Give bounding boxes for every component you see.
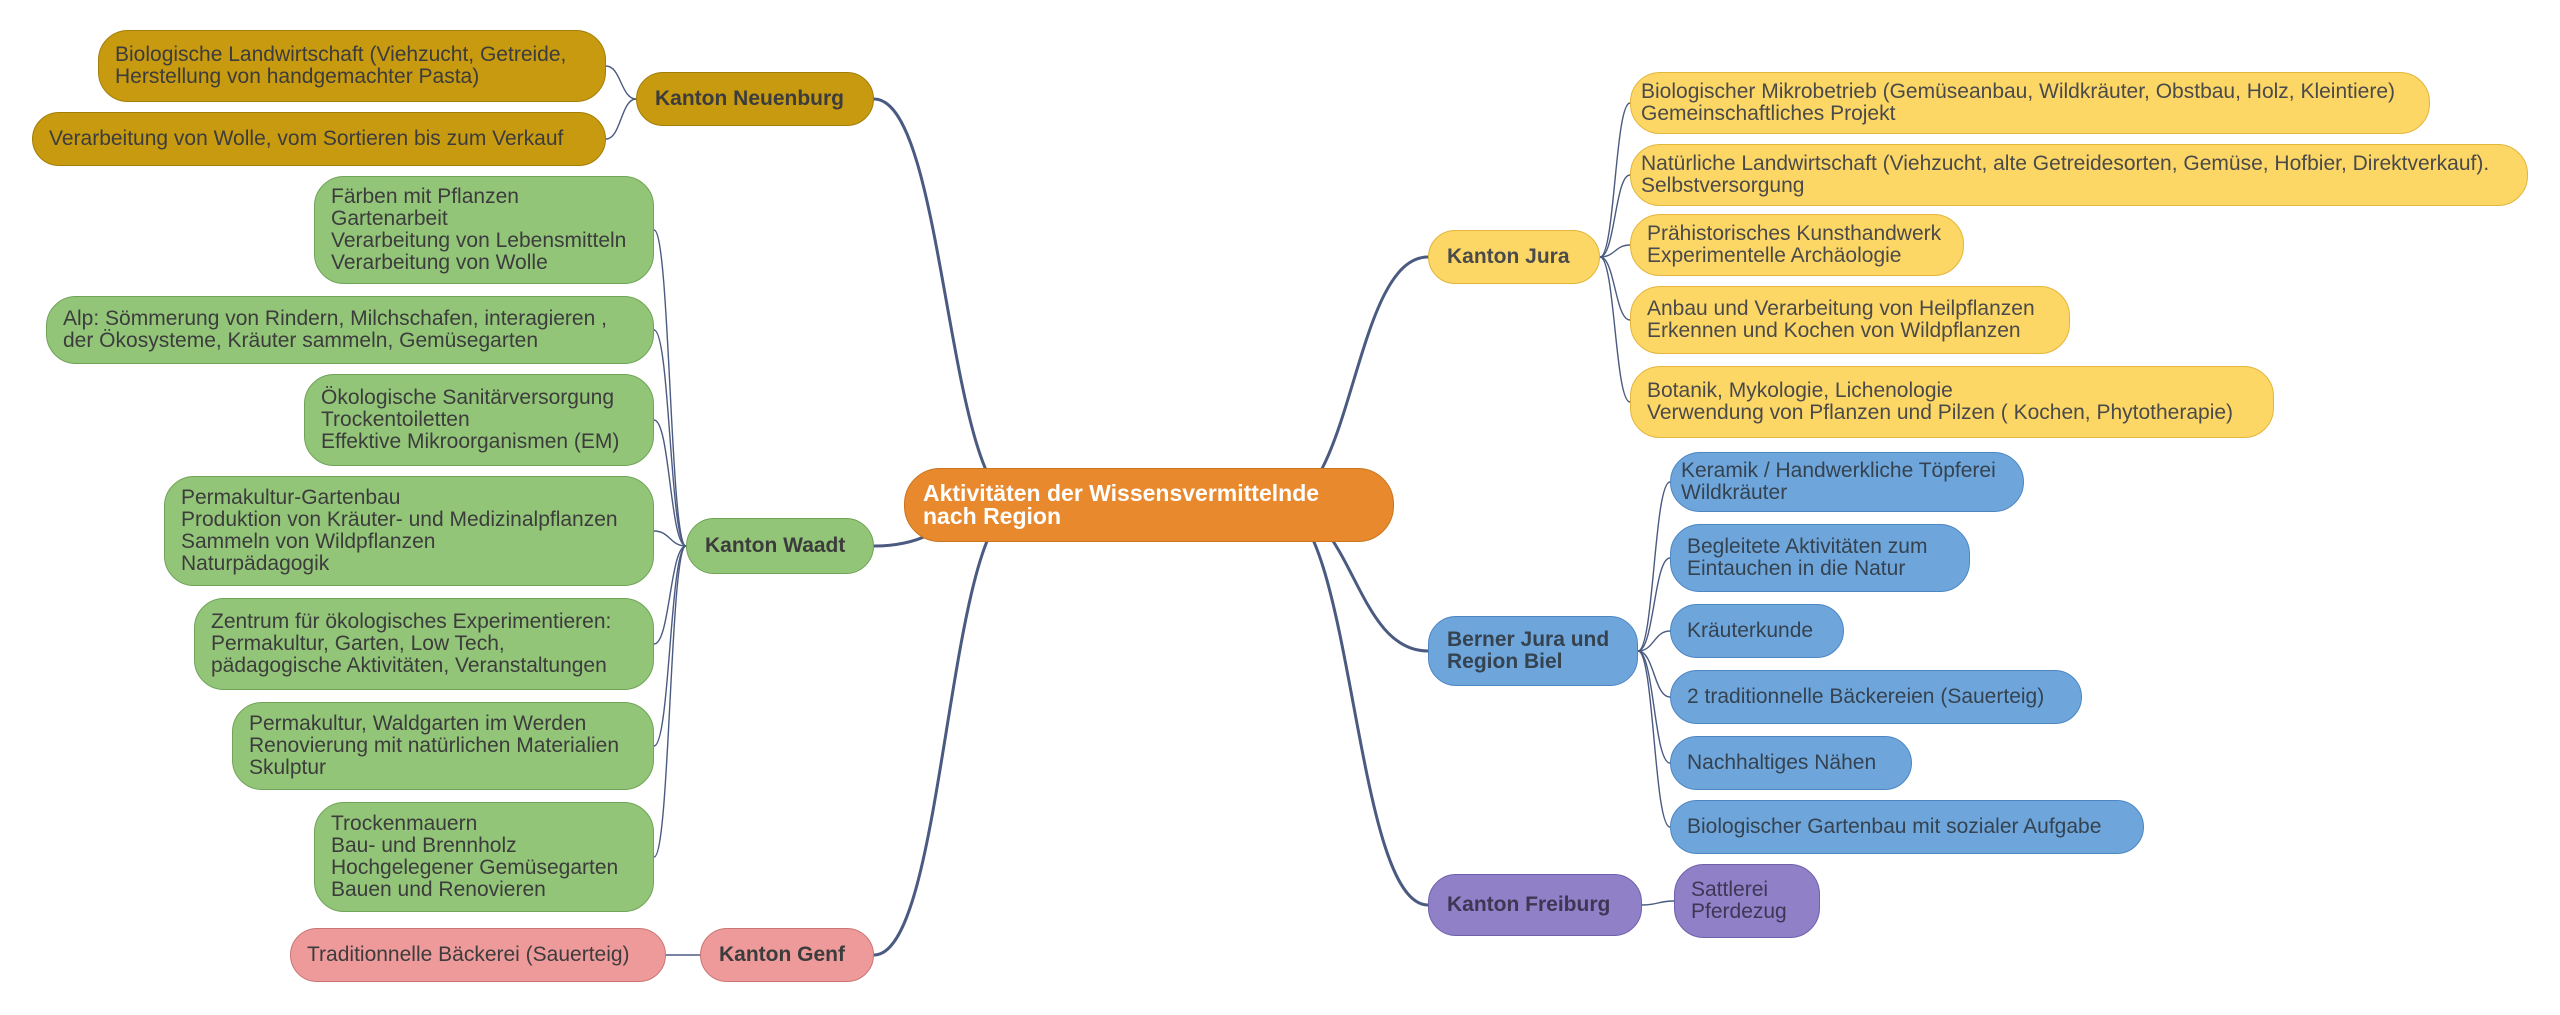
topic-bernerjura-1[interactable]: Keramik / Handwerkliche Töpferei Wildkrä…: [1670, 452, 2024, 512]
topic-label: Alp: Sömmerung von Rindern, Milchschafen…: [63, 307, 607, 352]
connector-topic-neuenburg-1: [605, 65, 637, 100]
connector-center-branch-kanton-genf: [872, 503, 1021, 957]
connector-topic-waadt-4: [653, 530, 687, 547]
topic-freiburg-1[interactable]: Sattlerei Pferdezug: [1674, 864, 1820, 938]
branch-label: Kanton Waadt: [705, 534, 846, 557]
topic-label: Permakultur-Gartenbau Produktion von Krä…: [181, 486, 618, 575]
topic-label: Keramik / Handwerkliche Töpferei Wildkrä…: [1681, 459, 1996, 504]
topic-waadt-7[interactable]: Trockenmauern Bau- und Brennholz Hochgel…: [314, 802, 654, 912]
branch-kanton-waadt[interactable]: Kanton Waadt: [686, 518, 874, 574]
branch-label: Berner Jura und Region Biel: [1447, 628, 1610, 673]
connector-topic-jura-1: [1599, 102, 1631, 258]
branch-label: Kanton Freiburg: [1447, 893, 1611, 916]
branch-berner-jura-und-region-biel[interactable]: Berner Jura und Region Biel: [1428, 616, 1638, 686]
topic-label: Traditionnelle Bäckerei (Sauerteig): [307, 943, 630, 966]
topic-bernerjura-4[interactable]: 2 traditionnelle Bäckereien (Sauerteig): [1670, 670, 2082, 724]
topic-label: Ökologische Sanitärversorgung Trockentoi…: [321, 386, 620, 453]
topic-label: Verarbeitung von Wolle, vom Sortieren bi…: [49, 127, 564, 150]
connector-topic-waadt-2: [653, 329, 687, 547]
connector-topic-waadt-5: [653, 545, 687, 645]
connector-topic-bernerjura-2: [1637, 557, 1671, 652]
topic-label: Anbau und Verarbeitung von Heilpflanzen …: [1647, 297, 2035, 342]
branch-label: Kanton Genf: [719, 943, 845, 966]
connector-topic-bernerjura-1: [1637, 481, 1671, 652]
topic-jura-4[interactable]: Anbau und Verarbeitung von Heilpflanzen …: [1630, 286, 2070, 354]
topic-label: Zentrum für ökologisches Experimentieren…: [211, 610, 612, 677]
topic-jura-1[interactable]: Biologischer Mikrobetrieb (Gemüseanbau, …: [1630, 72, 2430, 134]
connector-topic-waadt-7: [653, 545, 687, 858]
connector-topic-jura-2: [1599, 174, 1631, 258]
topic-waadt-6[interactable]: Permakultur, Waldgarten im Werden Renovi…: [232, 702, 654, 790]
topic-label: Begleitete Aktivitäten zum Eintauchen in…: [1687, 535, 1928, 580]
topic-label: Permakultur, Waldgarten im Werden Renovi…: [249, 712, 620, 779]
topic-waadt-3[interactable]: Ökologische Sanitärversorgung Trockentoi…: [304, 374, 654, 466]
branch-kanton-neuenburg[interactable]: Kanton Neuenburg: [636, 72, 874, 126]
topic-waadt-1[interactable]: Färben mit Pflanzen Gartenarbeit Verarbe…: [314, 176, 654, 284]
topic-waadt-5[interactable]: Zentrum für ökologisches Experimentieren…: [194, 598, 654, 690]
connector-center-branch-kanton-neuenburg: [872, 97, 1021, 507]
topic-label: Biologischer Gartenbau mit sozialer Aufg…: [1687, 815, 2102, 838]
topic-neuenburg-1[interactable]: Biologische Landwirtschaft (Viehzucht, G…: [98, 30, 606, 102]
connector-topic-bernerjura-5: [1637, 650, 1671, 764]
topic-label: Nachhaltiges Nähen: [1687, 751, 1877, 774]
topic-bernerjura-5[interactable]: Nachhaltiges Nähen: [1670, 736, 1912, 790]
topic-label: Prähistorisches Kunsthandwerk Experiment…: [1647, 222, 1942, 267]
branch-label: Kanton Jura: [1447, 245, 1570, 268]
connector-topic-neuenburg-2: [605, 98, 637, 140]
connector-topic-bernerjura-6: [1637, 650, 1671, 828]
connector-topic-freiburg-1: [1641, 900, 1675, 906]
connector-topic-waadt-3: [653, 419, 687, 547]
topic-label: Botanik, Mykologie, Lichenologie Verwend…: [1647, 379, 2234, 424]
topic-jura-5[interactable]: Botanik, Mykologie, Lichenologie Verwend…: [1630, 366, 2274, 438]
branch-kanton-freiburg[interactable]: Kanton Freiburg: [1428, 874, 1642, 936]
topic-waadt-2[interactable]: Alp: Sömmerung von Rindern, Milchschafen…: [46, 296, 654, 364]
branch-label: Kanton Neuenburg: [655, 87, 844, 110]
connector-topic-jura-3: [1599, 244, 1631, 258]
topic-jura-3[interactable]: Prähistorisches Kunsthandwerk Experiment…: [1630, 214, 1964, 276]
topic-label: Färben mit Pflanzen Gartenarbeit Verarbe…: [331, 185, 627, 274]
central-topic[interactable]: Aktivitäten der Wissensvermittelnde nach…: [904, 468, 1394, 542]
connector-topic-jura-5: [1599, 256, 1631, 403]
connector-topic-jura-4: [1599, 256, 1631, 321]
topic-bernerjura-3[interactable]: Kräuterkunde: [1670, 604, 1844, 658]
branch-kanton-jura[interactable]: Kanton Jura: [1428, 230, 1600, 284]
topic-bernerjura-6[interactable]: Biologischer Gartenbau mit sozialer Aufg…: [1670, 800, 2144, 854]
topic-label: Sattlerei Pferdezug: [1691, 878, 1787, 923]
topic-genf-1[interactable]: Traditionnelle Bäckerei (Sauerteig): [290, 928, 666, 982]
topic-label: Biologischer Mikrobetrieb (Gemüseanbau, …: [1641, 80, 2396, 125]
topic-label: 2 traditionnelle Bäckereien (Sauerteig): [1687, 685, 2045, 708]
connector-center-branch-kanton-freiburg: [1277, 503, 1430, 907]
topic-label: Biologische Landwirtschaft (Viehzucht, G…: [115, 43, 567, 88]
topic-jura-2[interactable]: Natürliche Landwirtschaft (Viehzucht, al…: [1630, 144, 2528, 206]
branch-kanton-genf[interactable]: Kanton Genf: [700, 928, 874, 982]
topic-neuenburg-2[interactable]: Verarbeitung von Wolle, vom Sortieren bi…: [32, 112, 606, 166]
topic-label: Kräuterkunde: [1687, 619, 1814, 642]
topic-waadt-4[interactable]: Permakultur-Gartenbau Produktion von Krä…: [164, 476, 654, 586]
connector-topic-bernerjura-3: [1637, 630, 1671, 652]
topic-bernerjura-2[interactable]: Begleitete Aktivitäten zum Eintauchen in…: [1670, 524, 1970, 592]
central-topic-label: Aktivitäten der Wissensvermittelnde nach…: [923, 480, 1320, 529]
connector-topic-waadt-1: [653, 229, 687, 547]
connector-topic-waadt-6: [653, 545, 687, 747]
topic-label: Trockenmauern Bau- und Brennholz Hochgel…: [331, 812, 619, 901]
connector-topic-bernerjura-4: [1637, 650, 1671, 698]
topic-label: Natürliche Landwirtschaft (Viehzucht, al…: [1641, 152, 2490, 197]
